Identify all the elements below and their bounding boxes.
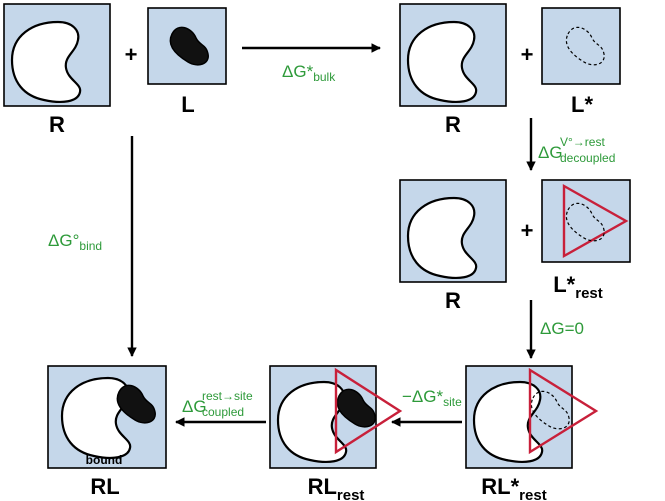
receptor-label: R: [445, 288, 461, 313]
state-complex-bound: bound RL: [47, 365, 167, 499]
state-complex-restrained: RLrest: [269, 365, 403, 501]
ligand-restrained-label: L*rest: [553, 272, 603, 302]
ligand-label: L: [181, 92, 194, 117]
plus-sign-top-left: +: [125, 42, 138, 67]
state-box: [541, 179, 631, 263]
energy-zero: ΔG=0: [540, 319, 584, 338]
energy-bind: ΔG°bind: [48, 231, 102, 253]
restraint-triangle: [334, 367, 403, 455]
state-ligand-top: L: [147, 7, 227, 117]
complex-label: RL: [90, 474, 119, 499]
energy-bulk: ΔG*bulk: [282, 62, 336, 84]
complex-decoupled-label: RL*rest: [481, 474, 546, 501]
state-ligand-decoupled: L*: [541, 7, 621, 117]
ligand-decoupled-label: L*: [571, 92, 593, 117]
plus-sign-mid: +: [521, 218, 534, 243]
state-box: [541, 7, 621, 85]
bound-label: bound: [86, 453, 123, 467]
plus-sign-top-right: +: [521, 42, 534, 67]
state-ligand-restrained: L*rest: [541, 179, 631, 302]
restraint-triangle: [562, 183, 629, 259]
energy-site: −ΔG*site: [402, 387, 462, 409]
restraint-triangle: [528, 367, 599, 455]
state-receptor-top-left: R: [3, 3, 111, 137]
state-receptor-mid: R: [399, 179, 507, 313]
receptor-label: R: [49, 112, 65, 137]
receptor-label: R: [445, 112, 461, 137]
state-complex-decoupled: RL*rest: [465, 365, 599, 501]
state-receptor-top-right: R: [399, 3, 507, 137]
complex-restrained-label: RLrest: [308, 474, 365, 501]
